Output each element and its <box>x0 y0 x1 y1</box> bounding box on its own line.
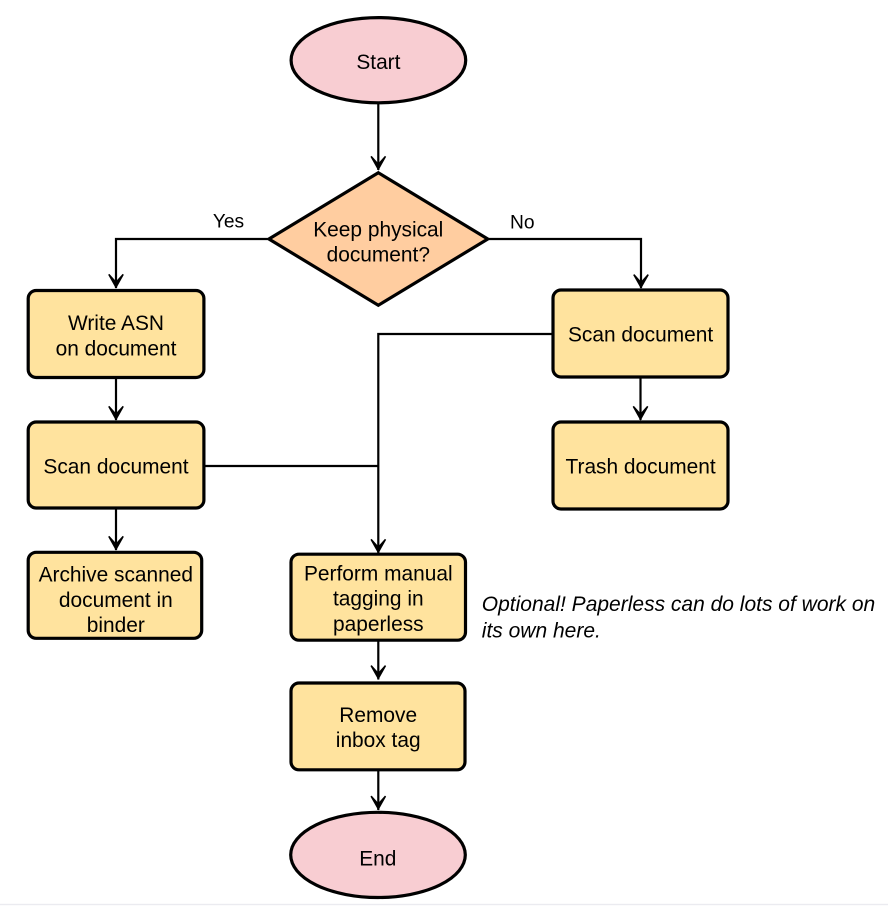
svg-text:paperless: paperless <box>333 613 424 636</box>
svg-text:document?: document? <box>327 244 430 267</box>
svg-text:Archive scanned: Archive scanned <box>39 564 193 587</box>
svg-text:End: End <box>359 847 396 870</box>
svg-text:Optional! Paperless can do lot: Optional! Paperless can do lots of work … <box>482 593 875 616</box>
svg-text:Yes: Yes <box>213 212 244 233</box>
svg-text:Keep physical: Keep physical <box>313 218 443 241</box>
svg-text:on document: on document <box>56 337 177 360</box>
svg-text:Perform manual: Perform manual <box>304 563 453 586</box>
svg-text:Write ASN: Write ASN <box>68 312 164 335</box>
svg-text:No: No <box>510 212 535 233</box>
svg-text:Start: Start <box>356 51 400 74</box>
svg-text:Trash document: Trash document <box>566 456 716 479</box>
svg-text:binder: binder <box>87 614 145 637</box>
svg-text:its own here.: its own here. <box>482 620 601 643</box>
svg-text:tagging in: tagging in <box>333 588 424 611</box>
svg-text:Scan document: Scan document <box>568 324 713 347</box>
svg-text:Scan document: Scan document <box>43 455 188 478</box>
svg-text:Remove: Remove <box>339 704 417 727</box>
svg-text:inbox tag: inbox tag <box>336 729 421 752</box>
svg-text:document in: document in <box>59 589 173 612</box>
